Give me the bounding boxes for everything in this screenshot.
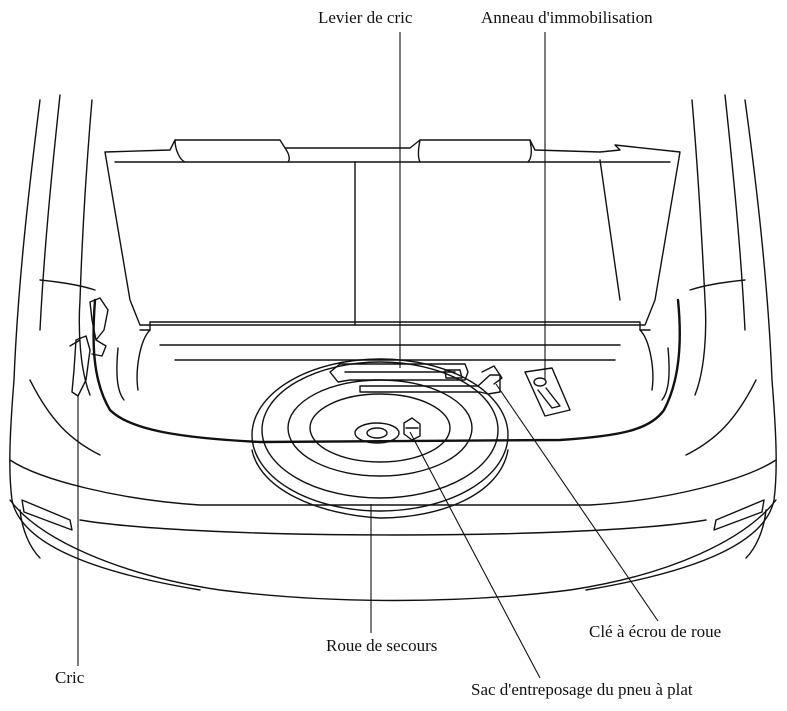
left-body-panel (9, 94, 201, 591)
cargo-floor (92, 298, 681, 444)
label-spare-wheel: Roue de secours (326, 636, 438, 655)
spare-wheel-graphic (251, 358, 509, 519)
lug-wrench-graphic (359, 365, 503, 395)
right-body-panel (585, 94, 777, 591)
label-lug-wrench: Clé à écrou de roue (589, 622, 722, 641)
leader-flat-tire-bag (409, 431, 541, 679)
tie-down-ring-graphic (524, 367, 571, 417)
label-tie-down-ring: Anneau d'immobilisation (481, 8, 653, 27)
label-jack-lever: Levier de cric (318, 8, 413, 27)
leader-lines (77, 32, 659, 679)
leader-lug-wrench (495, 383, 659, 622)
jack-graphic (69, 297, 109, 397)
jack-lever-graphic (329, 363, 469, 383)
label-jack: Cric (55, 668, 85, 687)
flat-tire-bag-graphic (403, 417, 421, 441)
rear-seat-back (104, 139, 681, 326)
label-flat-tire-bag: Sac d'entreposage du pneu à plat (471, 680, 693, 699)
rear-bumper (9, 459, 777, 602)
